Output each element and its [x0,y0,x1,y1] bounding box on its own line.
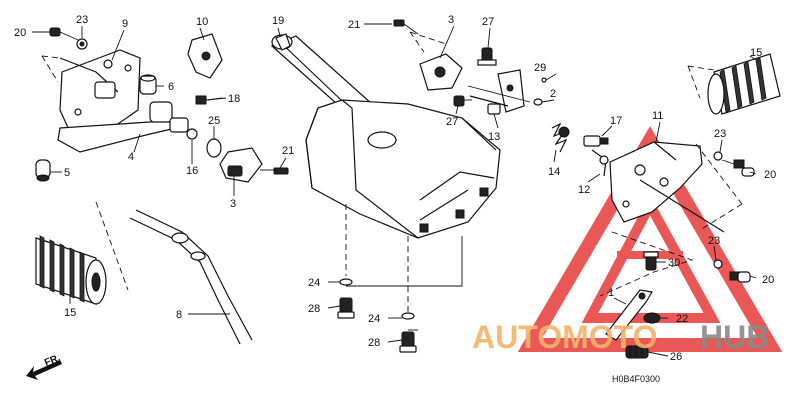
bolt-30 [643,251,659,271]
callout-16: 16 [186,165,198,177]
callout-29: 29 [534,62,546,74]
front-direction-arrow [26,360,62,380]
bolt-21-top [393,19,419,35]
cover-body [305,99,501,239]
callout-28-a: 28 [308,303,320,315]
callout-12: 12 [578,184,590,196]
callout-18: 18 [228,93,240,105]
callout-10: 10 [196,16,208,28]
step-bracket-left [57,49,179,153]
watermark-text: AUTOMOTO HUB [472,319,769,355]
callout-1: 1 [608,287,614,299]
spring-29 [533,77,547,106]
callout-11: 11 [652,110,663,122]
watermark-triangle-outer [517,126,783,352]
callout-19: 19 [272,15,284,27]
callout-23-lower: 23 [708,235,720,247]
watermark-text-auto: AUTOMOTO [472,319,657,355]
rubber-5 [35,159,51,182]
washer-23-right [713,151,755,177]
washer-23-lower [713,259,751,283]
callout-28-b: 28 [368,337,380,349]
pin-12 [591,149,609,177]
callout-14: 14 [548,166,560,178]
clamp-10 [187,33,223,105]
callouts: 20 23 9 10 6 18 4 5 16 25 21 3 19 21 3 2… [14,14,776,363]
callout-23-right: 23 [714,128,726,140]
bolt-27-lower [453,95,472,107]
callout-23: 23 [76,14,88,26]
callout-3-upper: 3 [448,14,454,26]
callout-24-b: 24 [368,313,380,325]
spring-26 [625,345,649,359]
leader-lines [32,23,757,357]
callout-15-right: 15 [750,47,762,59]
callout-25: 25 [208,115,220,127]
hand-bar-8 [129,209,253,345]
callout-22: 22 [676,313,688,325]
callout-20-right: 20 [764,169,776,181]
collar-6 [139,74,157,95]
lever-1 [605,289,653,341]
watermark-text-hub: HUB [700,319,769,355]
callout-6: 6 [168,81,174,93]
callout-3-lower: 3 [230,198,236,210]
clamp-3-upper [419,53,463,91]
shaft-13 [469,95,509,115]
diagram-code: H0B4F0300 [612,374,660,384]
rubber-damper [149,101,222,158]
callout-8: 8 [176,309,182,321]
clamp-3-lower [219,147,289,183]
callout-17: 17 [610,115,622,127]
callout-4: 4 [128,151,134,163]
callout-24-a: 24 [308,277,320,289]
callout-13: 13 [488,131,500,143]
bolt-20-left [49,27,88,50]
callout-27-top: 27 [482,16,494,28]
bolt-17 [583,135,609,147]
callout-21-left: 21 [282,145,294,157]
fastener-set-1 [337,278,355,319]
callout-21-top: 21 [348,19,360,31]
clip-19 [275,33,291,51]
fastener-set-2 [399,312,417,353]
footpeg-left [35,235,107,305]
step-bracket-right [609,141,725,233]
pivot-plate [467,69,531,113]
callout-15-left: 15 [64,307,76,319]
footpeg-right [707,53,781,115]
bolt-27-top [477,47,497,66]
front-direction-label: FR. [43,352,62,368]
callout-26: 26 [670,351,682,363]
callout-20: 20 [14,27,26,39]
callout-30: 30 [668,257,680,269]
callout-20-lower: 20 [762,274,774,286]
callout-9: 9 [122,18,128,30]
callout-2: 2 [550,88,556,100]
spring-14 [551,122,570,153]
callout-5: 5 [64,167,70,179]
callout-27-lower: 27 [446,116,458,128]
